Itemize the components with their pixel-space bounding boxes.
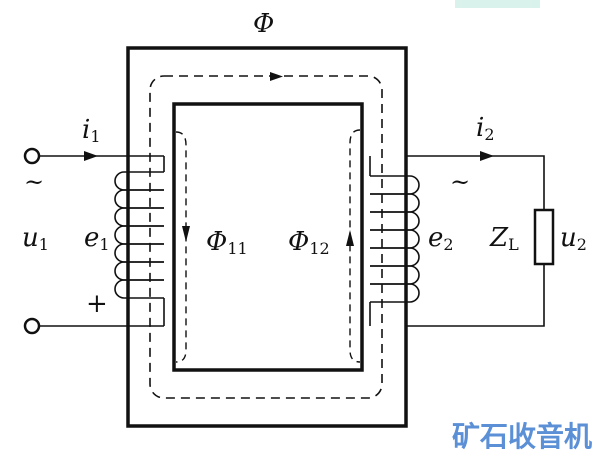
e1-label: e1 [84,223,110,254]
zl-label: ZL [489,223,519,254]
main-flux-label: Φ [253,9,274,39]
u1-label: u1 [22,223,49,254]
i2-arrow [480,151,494,161]
core-outer [126,46,408,428]
watermark-text: 矿石收音机 [452,420,592,453]
i1-arrow [84,151,98,161]
secondary-wire-bottom [406,264,545,327]
primary-winding [114,156,165,326]
corner-decoration [455,0,540,8]
primary-terminal-bottom [23,317,41,335]
phi12-label: Φ12 [288,227,330,258]
leakage-flux-phi12-arrow [346,230,354,246]
primary-terminal-top [23,147,41,165]
i1-label: i1 [82,115,101,146]
leakage-flux-phi11-path [175,131,187,363]
secondary-wire-top [406,155,545,210]
core-inner [172,102,364,372]
phi11-label: Φ11 [206,227,248,258]
secondary-winding [369,156,420,326]
main-flux-arrow [270,72,283,81]
e2-label: e2 [428,223,454,254]
leakage-flux-phi11-arrow [182,226,190,242]
plus-label: + [86,289,108,319]
leakage-flux-phi12-path [349,129,361,363]
i2-label: i2 [476,113,495,144]
u2-label: u2 [560,223,587,254]
tilde-left: ~ [24,168,44,196]
load-impedance [533,208,555,266]
tilde-right: ~ [450,168,470,196]
